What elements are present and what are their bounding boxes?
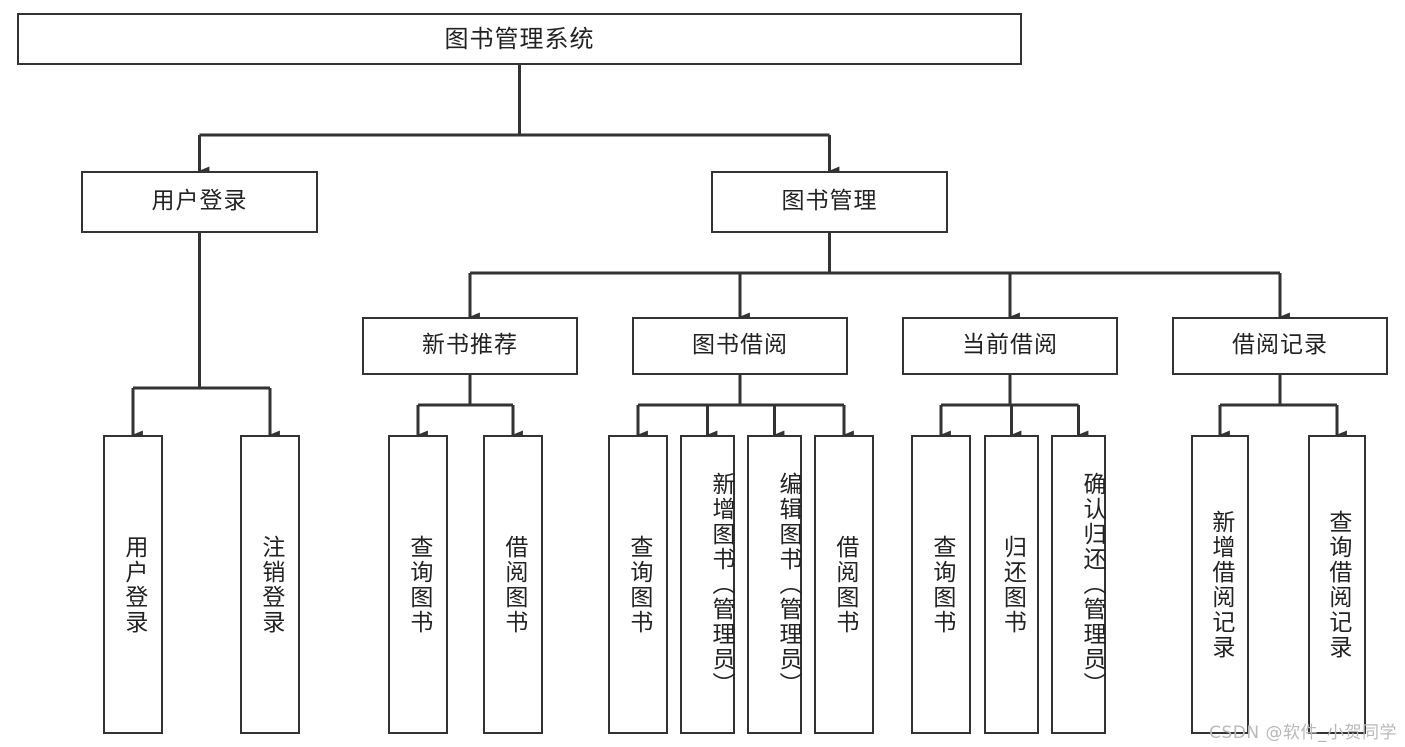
node-leaf-5[interactable]: 查询图书	[608, 435, 668, 734]
node-label: 借阅图书	[500, 534, 527, 635]
node-leaf-4[interactable]: 借阅图书	[483, 435, 543, 734]
node-leaf-1[interactable]: 用户登录	[103, 435, 163, 734]
node-login[interactable]: 用户登录	[81, 171, 318, 233]
node-leaf-6[interactable]: 新增图书（管理员）	[680, 435, 735, 734]
node-records[interactable]: 借阅记录	[1172, 317, 1388, 375]
node-label: 新增借阅记录	[1207, 509, 1234, 660]
node-label: 借阅记录	[1232, 332, 1328, 359]
node-bookmgmt[interactable]: 图书管理	[711, 171, 948, 233]
node-leaf-7[interactable]: 编辑图书（管理员）	[747, 435, 802, 734]
node-label: 当前借阅	[962, 332, 1058, 359]
node-label: 确认归还（管理员）	[1079, 472, 1105, 697]
node-label: 查询图书	[625, 534, 652, 635]
node-label: 新增图书（管理员）	[708, 472, 734, 697]
watermark-text: CSDN @软件_小贺同学	[1209, 723, 1397, 743]
node-label: 查询借阅记录	[1324, 509, 1351, 660]
node-leaf-10[interactable]: 归还图书	[984, 435, 1039, 734]
node-label: 归还图书	[999, 534, 1026, 635]
node-label: 查询图书	[405, 534, 432, 635]
node-current[interactable]: 当前借阅	[902, 317, 1118, 375]
node-newbook[interactable]: 新书推荐	[362, 317, 578, 375]
node-root[interactable]: 图书管理系统	[17, 13, 1022, 65]
node-borrow[interactable]: 图书借阅	[632, 317, 848, 375]
node-label: 编辑图书（管理员）	[775, 472, 801, 697]
node-label: 新书推荐	[422, 332, 518, 359]
node-label: 用户登录	[120, 534, 147, 635]
node-label: 图书管理	[781, 188, 878, 215]
node-label: 用户登录	[151, 188, 248, 215]
node-label: 借阅图书	[831, 534, 858, 635]
node-label: 注销登录	[257, 534, 284, 635]
node-label: 查询图书	[928, 534, 955, 635]
node-leaf-12[interactable]: 新增借阅记录	[1191, 435, 1249, 734]
node-leaf-3[interactable]: 查询图书	[388, 435, 448, 734]
node-leaf-13[interactable]: 查询借阅记录	[1308, 435, 1366, 734]
node-leaf-9[interactable]: 查询图书	[911, 435, 971, 734]
node-leaf-11[interactable]: 确认归还（管理员）	[1051, 435, 1106, 734]
node-label: 图书管理系统	[444, 24, 595, 53]
node-leaf-8[interactable]: 借阅图书	[814, 435, 874, 734]
node-leaf-2[interactable]: 注销登录	[240, 435, 300, 734]
node-label: 图书借阅	[692, 332, 788, 359]
